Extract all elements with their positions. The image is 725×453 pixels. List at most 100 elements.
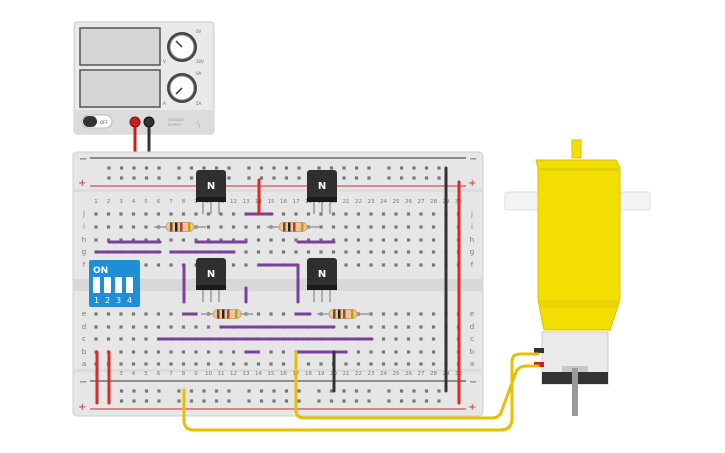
breadboard-hole[interactable] <box>106 312 111 316</box>
breadboard-hole[interactable] <box>131 337 136 341</box>
purple-jumper-wires[interactable] <box>94 212 374 354</box>
breadboard-hole[interactable] <box>344 238 348 242</box>
rail-hole[interactable] <box>354 166 359 170</box>
breadboard-hole[interactable] <box>181 362 186 366</box>
breadboard-hole[interactable] <box>381 312 386 316</box>
breadboard-hole[interactable] <box>94 337 98 341</box>
breadboard-hole[interactable] <box>181 238 186 242</box>
breadboard-hole[interactable] <box>394 225 398 229</box>
breadboard-hole[interactable] <box>169 263 173 267</box>
rail-hole[interactable] <box>342 389 346 393</box>
breadboard-hole[interactable] <box>119 312 123 316</box>
breadboard-hole[interactable] <box>281 212 286 216</box>
breadboard-hole[interactable] <box>156 212 161 216</box>
breadboard-hole[interactable] <box>169 238 173 242</box>
breadboard-hole[interactable] <box>269 350 273 354</box>
rail-hole[interactable] <box>297 389 301 393</box>
breadboard-hole[interactable] <box>406 362 411 366</box>
breadboard-hole[interactable] <box>281 238 286 242</box>
breadboard-hole[interactable] <box>369 362 373 366</box>
rail-hole[interactable] <box>424 166 429 170</box>
breadboard-hole[interactable] <box>394 212 398 216</box>
rail-hole[interactable] <box>214 389 219 393</box>
breadboard-hole[interactable] <box>431 225 436 229</box>
rail-hole[interactable] <box>214 399 219 403</box>
rail-hole[interactable] <box>177 166 181 170</box>
breadboard-hole[interactable] <box>206 362 211 366</box>
breadboard-hole[interactable] <box>356 350 361 354</box>
breadboard-hole[interactable] <box>281 362 286 366</box>
breadboard-hole[interactable] <box>306 212 311 216</box>
black-jumper-wires[interactable] <box>332 166 448 393</box>
breadboard-hole[interactable] <box>269 250 273 254</box>
rail-hole[interactable] <box>387 389 391 393</box>
rail-hole[interactable] <box>342 176 346 180</box>
breadboard-hole[interactable] <box>431 362 436 366</box>
rail-hole[interactable] <box>189 389 194 393</box>
breadboard-hole[interactable] <box>431 263 436 267</box>
rail-hole[interactable] <box>424 389 429 393</box>
breadboard-hole[interactable] <box>406 350 411 354</box>
breadboard-hole[interactable] <box>294 212 298 216</box>
breadboard-hole[interactable] <box>344 250 348 254</box>
breadboard-hole[interactable] <box>181 212 186 216</box>
breadboard-hole[interactable] <box>306 250 311 254</box>
breadboard-hole[interactable] <box>219 225 223 229</box>
breadboard-hole[interactable] <box>269 238 273 242</box>
resistor[interactable] <box>267 222 319 232</box>
breadboard-hole[interactable] <box>394 325 398 329</box>
breadboard-hole[interactable] <box>406 325 411 329</box>
breadboard-hole[interactable] <box>419 350 423 354</box>
breadboard-hole[interactable] <box>181 325 186 329</box>
breadboard-hole[interactable] <box>244 362 248 366</box>
breadboard-hole[interactable] <box>369 212 373 216</box>
rail-hole[interactable] <box>367 176 371 180</box>
breadboard-hole[interactable] <box>431 325 436 329</box>
breadboard-hole[interactable] <box>381 350 386 354</box>
breadboard-hole[interactable] <box>281 350 286 354</box>
breadboard-hole[interactable] <box>419 362 423 366</box>
breadboard-hole[interactable] <box>156 362 161 366</box>
breadboard-hole[interactable] <box>94 225 98 229</box>
breadboard-hole[interactable] <box>256 225 261 229</box>
breadboard-hole[interactable] <box>306 238 311 242</box>
breadboard-hole[interactable] <box>156 350 161 354</box>
breadboard-hole[interactable] <box>206 238 211 242</box>
motor-terminal-2[interactable] <box>534 362 544 367</box>
breadboard-hole[interactable] <box>119 362 123 366</box>
breadboard-hole[interactable] <box>131 362 136 366</box>
breadboard-hole[interactable] <box>131 350 136 354</box>
rail-hole[interactable] <box>412 166 416 170</box>
breadboard-hole[interactable] <box>356 238 361 242</box>
rail-hole[interactable] <box>202 166 206 170</box>
breadboard-hole[interactable] <box>431 350 436 354</box>
breadboard-hole[interactable] <box>131 312 136 316</box>
breadboard-hole[interactable] <box>369 350 373 354</box>
breadboard-hole[interactable] <box>131 238 136 242</box>
rail-hole[interactable] <box>354 399 359 403</box>
breadboard-hole[interactable] <box>156 325 161 329</box>
rail-hole[interactable] <box>424 176 429 180</box>
rail-hole[interactable] <box>247 166 251 170</box>
breadboard-hole[interactable] <box>94 212 98 216</box>
rail-hole[interactable] <box>284 166 289 170</box>
breadboard-hole[interactable] <box>144 337 148 341</box>
breadboard-hole[interactable] <box>106 337 111 341</box>
breadboard-hole[interactable] <box>319 225 323 229</box>
breadboard-hole[interactable] <box>206 325 211 329</box>
breadboard-hole[interactable] <box>419 337 423 341</box>
breadboard-hole[interactable] <box>331 250 336 254</box>
rail-hole[interactable] <box>399 166 404 170</box>
rail-hole[interactable] <box>387 166 391 170</box>
breadboard-hole[interactable] <box>369 263 373 267</box>
breadboard-hole[interactable] <box>431 337 436 341</box>
dip-switch-toggle-3[interactable] <box>115 277 122 293</box>
rail-hole[interactable] <box>227 166 231 170</box>
breadboard-hole[interactable] <box>294 250 298 254</box>
breadboard-hole[interactable] <box>381 225 386 229</box>
rail-hole[interactable] <box>342 399 346 403</box>
motor-wires[interactable] <box>182 350 540 432</box>
dc-gear-motor[interactable] <box>504 139 651 416</box>
rail-hole[interactable] <box>284 389 289 393</box>
